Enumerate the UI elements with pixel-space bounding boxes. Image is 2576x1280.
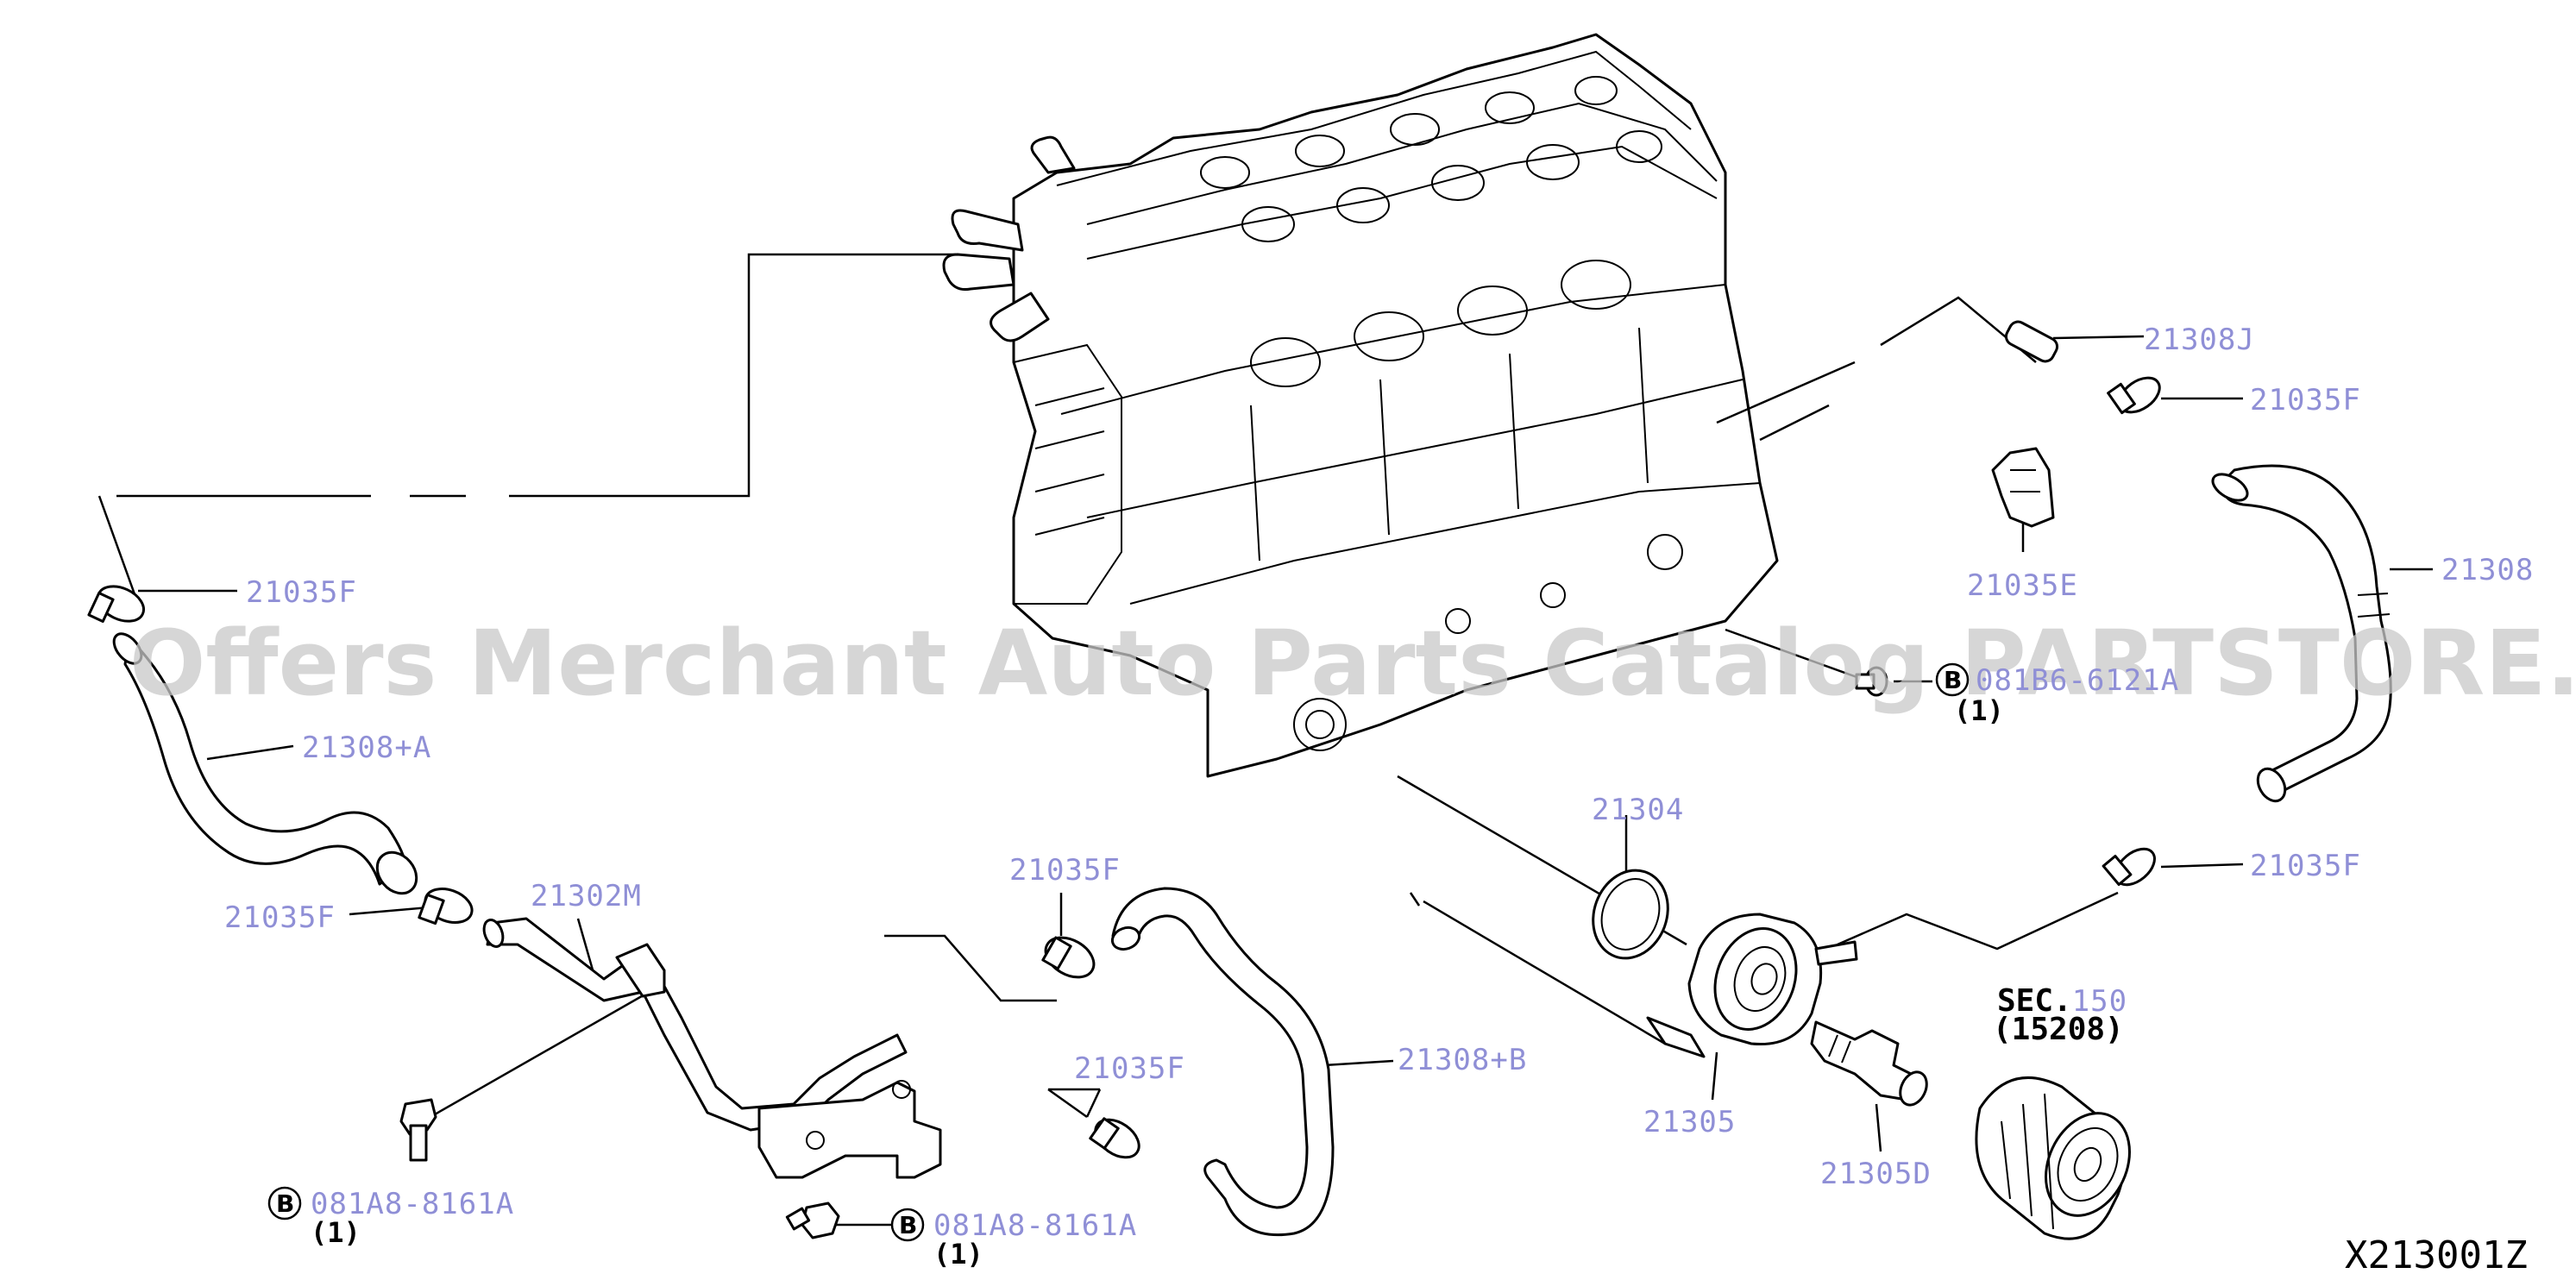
label-21035F-right[interactable]: 21035F [2250,849,2361,883]
oil-filter-15208[interactable] [1975,1076,2146,1240]
hose-21308B[interactable] [1109,887,1335,1237]
label-21035F-center[interactable]: 21035F [1009,853,1121,888]
clamp-21035F-right[interactable] [2102,842,2161,892]
hose-21308A[interactable] [109,629,424,901]
oil-cooler-21305[interactable] [1646,913,1858,1058]
bolt-type-circle [1935,662,1970,697]
clamp-21035F-mid-left[interactable] [418,883,477,929]
bolt-081A8-8161A-bottom[interactable] [785,1202,840,1239]
diagram-code: X213001Z [2345,1233,2528,1277]
label-21035F-top-right[interactable]: 21035F [2250,383,2361,417]
watermark: Offers Merchant Auto Parts Catalog PARTS… [129,611,2576,716]
label-bolt-left-qty: (1) [311,1216,361,1249]
bolt-081A8-8161A-left[interactable] [399,1098,437,1162]
callout-bolt-bottom[interactable]: B 081A8-8161A (1) [890,1208,1137,1271]
label-bolt-left-code: 081A8-8161A [311,1187,514,1221]
bolt-type-letter: B [899,1211,917,1239]
clamp-21035F-top-right[interactable] [2107,371,2166,419]
label-bolt-bottom-code: 081A8-8161A [933,1208,1137,1243]
label-21308[interactable]: 21308 [2441,553,2534,587]
leader-lines [97,253,2433,1227]
engine-block[interactable] [942,33,1779,778]
label-21308A[interactable]: 21308+A [302,731,431,765]
label-21308B[interactable]: 21308+B [1398,1043,1527,1077]
bolt-type-letter: B [1944,666,1962,694]
section-part-number: (15208) [1993,1012,2124,1047]
part-21308J-pipe[interactable] [2003,319,2060,365]
label-21305[interactable]: 21305 [1643,1105,1736,1139]
label-bolt-top-code: 081B6-6121A [1976,663,2179,698]
clamp-21035F-left[interactable] [87,580,149,628]
bolt-type-letter: B [276,1189,294,1218]
label-21035F-center-low[interactable]: 21035F [1074,1051,1185,1086]
section-reference[interactable]: SEC.150 (15208) [1993,983,2127,1047]
bolt-type-circle [890,1208,925,1242]
bolt-081B6-6121A[interactable] [1855,666,1888,697]
section-prefix: SEC. [1997,983,2072,1019]
label-21302M[interactable]: 21302M [531,879,642,913]
hose-21308[interactable] [2208,464,2392,806]
section-number: 150 [2072,984,2127,1019]
label-21308J[interactable]: 21308J [2144,323,2255,357]
bolt-type-circle [267,1186,302,1220]
clamp-21035F-center-low[interactable] [1089,1112,1147,1165]
oring-21304[interactable] [1581,860,1681,969]
label-bolt-bottom-qty: (1) [933,1238,983,1271]
label-21035E[interactable]: 21035E [1967,568,2078,603]
clip-21035E[interactable] [1991,447,2055,528]
clamp-21035F-center[interactable] [1039,930,1101,986]
label-21035F-left[interactable]: 21035F [246,575,357,610]
pipe-21302M[interactable] [481,917,942,1179]
label-bolt-top-qty: (1) [1954,694,2004,727]
connector-21305D[interactable] [1810,1020,1932,1109]
callout-bolt-top[interactable]: B 081B6-6121A (1) [1935,662,2179,727]
label-21305D[interactable]: 21305D [1820,1157,1932,1191]
label-21304[interactable]: 21304 [1592,793,1684,827]
section-ref-line: SEC.150 [1997,983,2127,1019]
label-21035F-mid-left[interactable]: 21035F [224,900,336,935]
callout-bolt-left[interactable]: B 081A8-8161A (1) [267,1186,514,1249]
